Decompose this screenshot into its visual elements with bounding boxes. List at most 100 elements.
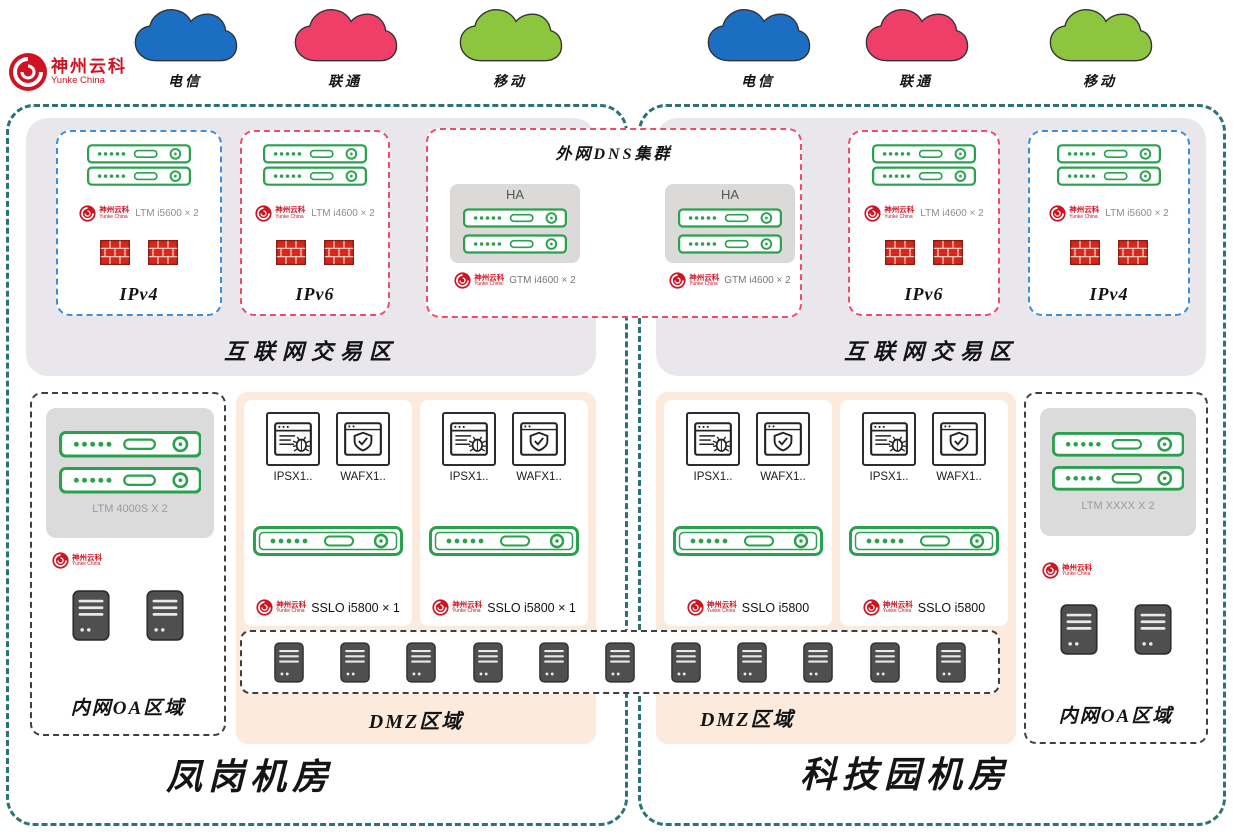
firewall-icon: [933, 240, 963, 266]
isp-unicom-right: 联通: [856, 6, 976, 91]
firewall-row: [1070, 240, 1148, 266]
brand-subtitle: Yunke China: [689, 280, 718, 287]
waf-label: WAFX1..: [760, 471, 806, 483]
server-icon: [472, 641, 503, 683]
isp-label: 电信: [168, 75, 202, 90]
brand-subtitle: Yunke China: [72, 560, 101, 567]
datacenter-left-border: [6, 104, 628, 826]
device-model-label: SSLO i5800 × 1: [311, 600, 400, 615]
ips-tile-col: IPSX1..: [686, 412, 740, 483]
isp-label: 联通: [899, 75, 933, 90]
brand-swirl-icon: [864, 204, 882, 222]
waf-label: WAFX1..: [516, 471, 562, 483]
device-model-label: LTM i5600 × 2: [135, 207, 199, 219]
ltm-appliance-icon: [1051, 432, 1185, 457]
device-model-label: LTM i4600 × 2: [920, 207, 984, 219]
sslo-appliance-icon: [253, 526, 403, 556]
ltm-appliance-icon: [1051, 466, 1185, 491]
ip-version-label: IPv6: [295, 283, 335, 304]
sslo-appliance-icon: [673, 526, 823, 556]
ip-version-label: IPv4: [119, 283, 159, 304]
waf-tile-col: WAFX1..: [756, 412, 810, 483]
brand-swirl-icon: [686, 599, 704, 616]
waf-label: WAFX1..: [340, 471, 386, 483]
server-icon: [146, 590, 184, 641]
brand-name: 神州云科: [1069, 205, 1100, 215]
cloud-icon: [134, 8, 237, 62]
server-row: [1026, 604, 1206, 655]
sslo-appliance-icon: [429, 526, 579, 556]
server-icon: [538, 641, 569, 683]
dmz-zone-label: DMZ区域: [700, 709, 795, 731]
brand-subtitle: Yunke China: [452, 607, 481, 614]
brand-name: 神州云科: [276, 599, 307, 609]
brand-name: 神州云科: [884, 205, 915, 215]
device-model-label: LTM XXXX X 2: [1081, 499, 1155, 512]
server-icon: [406, 641, 437, 683]
brand-swirl-icon: [256, 599, 274, 616]
brand-subtitle: Yunke China: [1062, 570, 1091, 577]
security-tiles: IPSX1.. WAFX1..: [862, 412, 986, 483]
server-icon: [935, 641, 966, 683]
cloud-icon: [294, 8, 397, 62]
isp-label: 移动: [1083, 75, 1117, 90]
brand-swirl-icon: [669, 272, 687, 289]
waf-tile-col: WAFX1..: [336, 412, 390, 483]
ips-tile-col: IPSX1..: [266, 412, 320, 483]
brand-swirl-icon: [1049, 204, 1067, 222]
oa-zone-label: 内网OA区域: [70, 698, 186, 719]
ltm-appliance-icon: [263, 144, 367, 186]
brand-swirl-icon: [454, 272, 472, 289]
datacenter-left-name: 凤岗机房: [165, 757, 334, 797]
cloud-icon: [459, 8, 562, 62]
isp-mobile-left: 移动: [450, 6, 570, 91]
ips-tile-col: IPSX1..: [442, 412, 496, 483]
brand-swirl-icon: [862, 599, 880, 616]
isp-mobile-right: 移动: [1040, 6, 1160, 91]
ip-version-label: IPv4: [1089, 283, 1129, 304]
ha-label: HA: [505, 187, 525, 202]
waf-tile-col: WAFX1..: [932, 412, 986, 483]
firewall-row: [100, 240, 178, 266]
server-icon: [671, 641, 702, 683]
ips-label: IPSX1..: [869, 471, 909, 483]
brand-subtitle: Yunke China: [706, 607, 736, 614]
brand-swirl-icon: [432, 599, 450, 616]
security-tiles: IPSX1.. WAFX1..: [686, 412, 810, 483]
brand-swirl-icon: [1042, 562, 1059, 579]
cloud-icon: [865, 8, 968, 62]
brand-name: 神州云科: [882, 599, 913, 609]
oa-zone-label: 内网OA区域: [1058, 706, 1174, 727]
waf-tile: [512, 412, 566, 466]
brand-name: 神州云科: [1062, 562, 1092, 572]
gtm-appliance-icon: [678, 208, 782, 228]
brand-name: 神州云科: [99, 205, 130, 215]
gtm-appliance-icon: [678, 234, 782, 254]
brand-swirl-icon: [8, 52, 48, 92]
brand-name: 神州云科: [72, 552, 102, 562]
datacenter-right-name: 科技园机房: [799, 755, 1010, 795]
isp-label: 移动: [493, 75, 527, 90]
cloud-icon: [1049, 8, 1152, 62]
server-icon: [1134, 604, 1172, 655]
oa-device-box: LTM XXXX X 2: [1040, 408, 1196, 536]
gtm-appliance-icon: [463, 234, 567, 254]
server-icon: [72, 590, 110, 641]
waf-icon: [344, 422, 382, 456]
